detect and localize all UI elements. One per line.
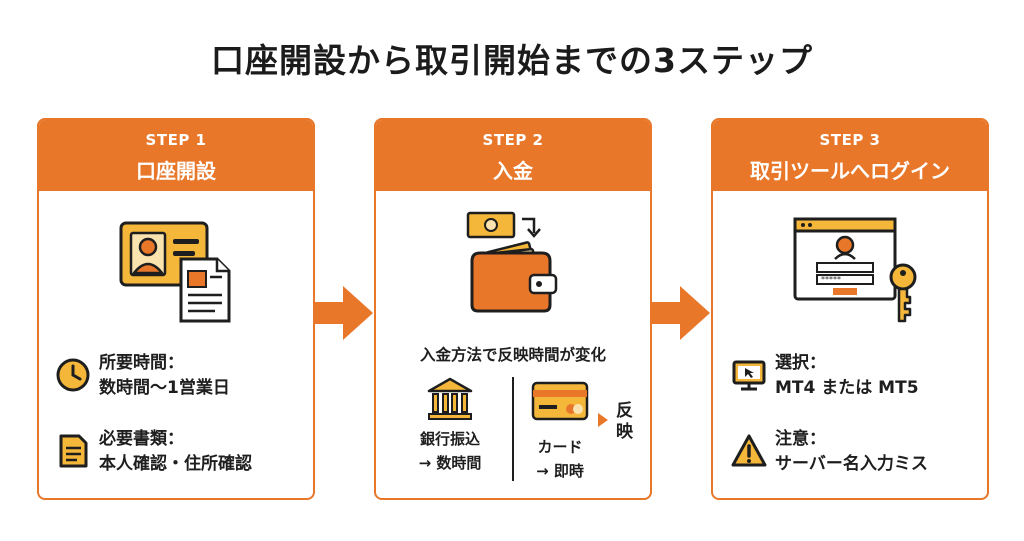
card-label: カード	[537, 438, 583, 456]
step-2-card: STEP 2 入金 入金方法で反映時間が変化	[374, 118, 652, 500]
triangle-pointer-icon	[598, 413, 608, 427]
card-option: カード → 即時	[520, 381, 600, 483]
document-icon	[59, 434, 88, 468]
bank-time: → 数時間	[418, 454, 482, 472]
credit-card-icon	[531, 381, 589, 421]
bank-icon	[427, 377, 473, 420]
arrow-right-icon	[315, 286, 373, 340]
warning-icon	[731, 434, 767, 467]
option-divider	[512, 377, 514, 481]
bank-transfer-option: 銀行振込 → 数時間	[398, 377, 502, 475]
select-label: 選択：	[775, 353, 826, 373]
clock-icon	[56, 358, 90, 392]
time-value: 数時間〜1営業日	[99, 378, 230, 398]
monitor-icon	[732, 360, 766, 391]
step-2-label: STEP 2	[482, 131, 544, 149]
step-3-warning-info: 注意： サーバー名入力ミス	[731, 427, 928, 477]
docs-value: 本人確認・住所確認	[99, 454, 252, 474]
card-time: → 即時	[536, 462, 584, 480]
step-2-title: 入金	[493, 159, 533, 183]
bank-label: 銀行振込	[419, 430, 480, 448]
step-3-card: STEP 3 取引ツールへログイン *****	[711, 118, 989, 500]
warning-label: 注意：	[775, 429, 826, 449]
step-1-time-info: 所要時間： 数時間〜1営業日	[55, 351, 230, 401]
step-1-header: STEP 1 口座開設	[39, 120, 313, 191]
reflect-label: 反映	[616, 401, 633, 442]
step-3-select-info: 選択： MT4 または MT5	[731, 351, 919, 401]
select-value: MT4 または MT5	[775, 378, 919, 398]
docs-label: 必要書類：	[99, 429, 184, 449]
step-1-label: STEP 1	[145, 131, 207, 149]
warning-value: サーバー名入力ミス	[775, 454, 928, 474]
step-1-title: 口座開設	[136, 159, 216, 183]
page-title: 口座開設から取引開始までの3ステップ	[211, 41, 813, 80]
svg-text:*****: *****	[821, 275, 841, 284]
step-1-card: STEP 1 口座開設 所要時間： 数	[37, 118, 315, 500]
wallet-money-icon	[466, 211, 558, 313]
time-label: 所要時間：	[99, 353, 184, 373]
step-3-header: STEP 3 取引ツールへログイン	[713, 120, 987, 191]
deposit-note: 入金方法で反映時間が変化	[419, 346, 606, 364]
login-window-key-icon: *****	[793, 217, 917, 323]
step-1-docs-info: 必要書類： 本人確認・住所確認	[55, 427, 252, 477]
step-2-header: STEP 2 入金	[376, 120, 650, 191]
id-card-document-icon	[119, 221, 231, 323]
arrow-right-icon	[652, 286, 710, 340]
step-3-label: STEP 3	[819, 131, 881, 149]
step-3-title: 取引ツールへログイン	[750, 159, 950, 183]
